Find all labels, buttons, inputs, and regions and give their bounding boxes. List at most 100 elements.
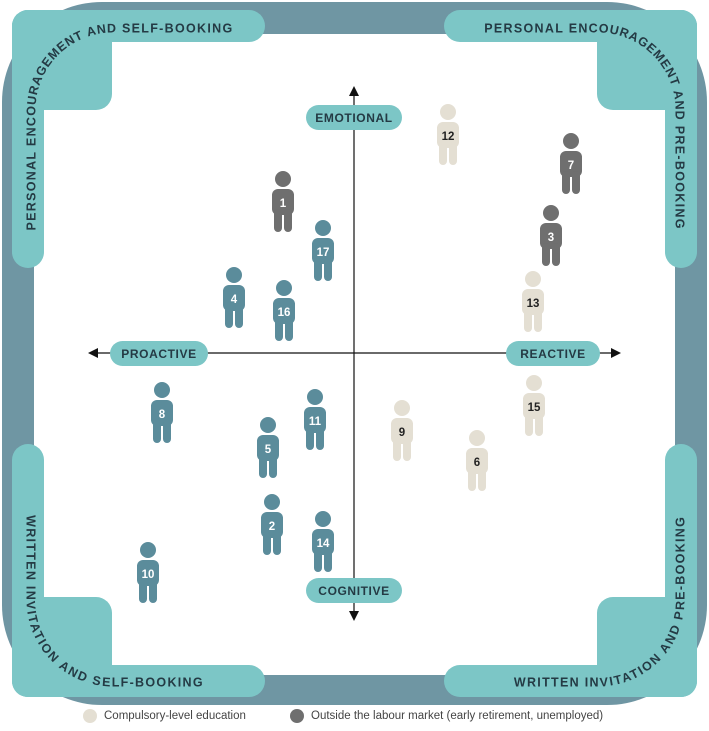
person-figure-5: 5	[257, 417, 279, 478]
person-figure-16: 16	[273, 280, 295, 341]
person-number: 10	[142, 569, 155, 581]
person-leg-icon	[163, 420, 171, 443]
person-figure-15: 15	[523, 375, 545, 436]
person-number: 1	[280, 198, 287, 210]
person-number: 15	[528, 402, 541, 414]
person-body-icon	[437, 122, 459, 148]
person-leg-icon	[572, 171, 580, 194]
arrow-up-icon	[349, 86, 359, 96]
person-figure-1: 1	[272, 171, 294, 232]
person-leg-icon	[149, 580, 157, 603]
person-figure-2: 2	[261, 494, 283, 555]
person-figure-13: 13	[522, 271, 544, 332]
person-figure-10: 10	[137, 542, 159, 603]
beige-dot-icon	[83, 709, 97, 723]
person-number: 8	[159, 409, 166, 421]
person-number: 7	[568, 160, 574, 172]
person-leg-icon	[439, 142, 447, 165]
person-leg-icon	[314, 549, 322, 572]
person-leg-icon	[524, 309, 532, 332]
svg-text:EMOTIONAL: EMOTIONAL	[315, 111, 392, 125]
person-leg-icon	[259, 455, 267, 478]
person-body-icon	[223, 285, 245, 311]
person-number: 3	[548, 232, 554, 244]
person-head-icon	[315, 511, 331, 527]
person-number: 6	[474, 457, 480, 469]
person-body-icon	[312, 529, 334, 555]
axis-label-top: EMOTIONAL	[306, 105, 402, 130]
person-figure-9: 9	[391, 400, 413, 461]
person-head-icon	[307, 389, 323, 405]
person-number: 13	[527, 298, 540, 310]
person-body-icon	[391, 418, 413, 444]
person-body-icon	[151, 400, 173, 426]
person-leg-icon	[468, 468, 476, 491]
legend-item-beige: Compulsory-level education	[83, 706, 246, 726]
person-number: 5	[265, 444, 272, 456]
person-head-icon	[275, 171, 291, 187]
person-head-icon	[526, 375, 542, 391]
person-leg-icon	[324, 549, 332, 572]
svg-text:REACTIVE: REACTIVE	[520, 347, 585, 361]
svg-text:COGNITIVE: COGNITIVE	[318, 584, 389, 598]
person-body-icon	[466, 448, 488, 474]
person-body-icon	[540, 223, 562, 249]
person-head-icon	[543, 205, 559, 221]
arrow-down-icon	[349, 611, 359, 621]
person-leg-icon	[393, 438, 401, 461]
person-body-icon	[560, 151, 582, 177]
person-leg-icon	[235, 305, 243, 328]
person-body-icon	[522, 289, 544, 315]
person-leg-icon	[306, 427, 314, 450]
person-leg-icon	[324, 258, 332, 281]
axis-label-right: REACTIVE	[506, 341, 600, 366]
person-body-icon	[312, 238, 334, 264]
person-figure-12: 12	[437, 104, 459, 165]
person-leg-icon	[562, 171, 570, 194]
person-figure-7: 7	[560, 133, 582, 194]
legend-label-beige: Compulsory-level education	[104, 710, 246, 722]
person-head-icon	[154, 382, 170, 398]
person-number: 16	[278, 307, 291, 319]
person-leg-icon	[534, 309, 542, 332]
person-number: 2	[269, 521, 275, 533]
person-body-icon	[523, 393, 545, 419]
person-figure-11: 11	[304, 389, 326, 450]
person-number: 14	[317, 538, 330, 550]
person-leg-icon	[535, 413, 543, 436]
person-head-icon	[276, 280, 292, 296]
person-body-icon	[272, 189, 294, 215]
person-figure-14: 14	[312, 511, 334, 572]
person-figure-3: 3	[540, 205, 562, 266]
arrow-left-icon	[88, 348, 98, 358]
svg-text:PROACTIVE: PROACTIVE	[121, 347, 196, 361]
axis-label-left: PROACTIVE	[110, 341, 208, 366]
person-figure-4: 4	[223, 267, 245, 328]
person-leg-icon	[285, 318, 293, 341]
axis-label-bottom: COGNITIVE	[306, 578, 402, 603]
person-number: 4	[231, 294, 238, 306]
person-leg-icon	[525, 413, 533, 436]
person-number: 9	[399, 427, 405, 439]
person-leg-icon	[552, 243, 560, 266]
person-head-icon	[315, 220, 331, 236]
person-leg-icon	[153, 420, 161, 443]
person-head-icon	[260, 417, 276, 433]
person-leg-icon	[274, 209, 282, 232]
person-body-icon	[137, 560, 159, 586]
person-head-icon	[226, 267, 242, 283]
person-body-icon	[273, 298, 295, 324]
person-leg-icon	[403, 438, 411, 461]
person-leg-icon	[225, 305, 233, 328]
person-head-icon	[394, 400, 410, 416]
person-head-icon	[264, 494, 280, 510]
person-leg-icon	[314, 258, 322, 281]
person-leg-icon	[316, 427, 324, 450]
person-body-icon	[304, 407, 326, 433]
legend-label-grey: Outside the labour market (early retirem…	[311, 710, 604, 722]
person-head-icon	[440, 104, 456, 120]
person-leg-icon	[263, 532, 271, 555]
person-head-icon	[563, 133, 579, 149]
